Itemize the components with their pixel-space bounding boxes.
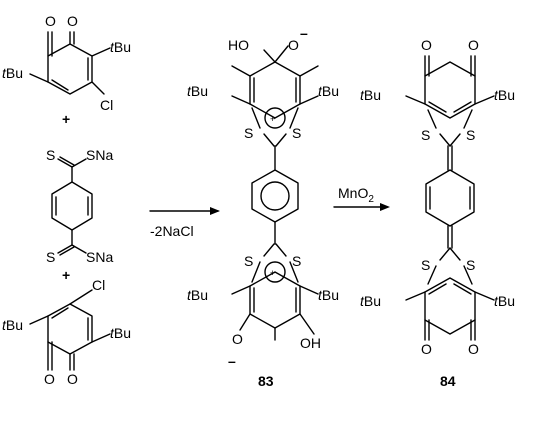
sulfur-label: S	[292, 125, 301, 141]
tbu-label: tBu	[318, 83, 339, 99]
oxo-label: O	[421, 37, 432, 53]
tbu-label: tBu	[187, 287, 208, 303]
reagent-benzene-bis-dithiocarboxylate: S SNa S SNa	[46, 147, 113, 265]
plus-sign: +	[62, 267, 70, 283]
reagent-top-chloroquinone: O O tBu tBu Cl	[2, 13, 131, 113]
sulfur-label: S	[244, 125, 253, 141]
tbu-label: tBu	[360, 87, 381, 103]
tbu-label: tBu	[110, 325, 131, 341]
oxide-label: O	[232, 331, 243, 347]
oxo-label: O	[67, 371, 78, 387]
sulfur-label: S	[466, 127, 475, 143]
negative-charge: –	[228, 353, 236, 369]
reagent-label-2: MnO2	[338, 185, 374, 205]
oxo-label: O	[44, 371, 55, 387]
tbu-label: tBu	[494, 87, 515, 103]
reaction-arrow-1: -2NaCl	[149, 207, 220, 239]
compound-number-83: 83	[258, 373, 274, 389]
oxo-label: O	[468, 341, 479, 357]
sulfur-label: S	[292, 253, 301, 269]
oxo-label: O	[421, 341, 432, 357]
tbu-label: tBu	[187, 83, 208, 99]
cation-charge: +	[270, 114, 275, 124]
hydroxy-label: OH	[300, 335, 321, 351]
oxo-label: O	[468, 37, 479, 53]
oxide-label: O	[288, 37, 299, 53]
tbu-label: tBu	[360, 293, 381, 309]
tbu-label: tBu	[110, 39, 131, 55]
tbu-label: tBu	[494, 293, 515, 309]
thione-sulfur-label: S	[46, 249, 55, 265]
compound-number-84: 84	[440, 373, 456, 389]
compound-83-structure: + + HO O – tBu tBu S S S S tBu tBu O –	[187, 25, 339, 389]
tbu-label: tBu	[318, 287, 339, 303]
reagent-bottom-chloroquinone: Cl tBu tBu O O	[2, 277, 131, 387]
sulfur-label: S	[421, 127, 430, 143]
sodium-thiolate-label: SNa	[86, 249, 113, 265]
chloro-label: Cl	[100, 97, 113, 113]
sulfur-label: S	[244, 253, 253, 269]
tbu-label: tBu	[2, 65, 23, 81]
plus-sign: +	[62, 111, 70, 127]
reaction-arrow-2: MnO2	[333, 185, 390, 211]
sulfur-label: S	[466, 257, 475, 273]
oxo-label: O	[67, 13, 78, 29]
sodium-thiolate-label: SNa	[86, 147, 113, 163]
chloro-label: Cl	[92, 277, 105, 293]
sulfur-label: S	[421, 257, 430, 273]
thione-sulfur-label: S	[46, 147, 55, 163]
reagent-label-1: -2NaCl	[150, 223, 194, 239]
oxo-label: O	[45, 13, 56, 29]
hydroxy-label: HO	[228, 37, 249, 53]
negative-charge: –	[300, 25, 308, 41]
compound-84-structure: O O tBu tBu S S S S tBu tBu O O 84	[360, 37, 515, 389]
tbu-label: tBu	[2, 317, 23, 333]
